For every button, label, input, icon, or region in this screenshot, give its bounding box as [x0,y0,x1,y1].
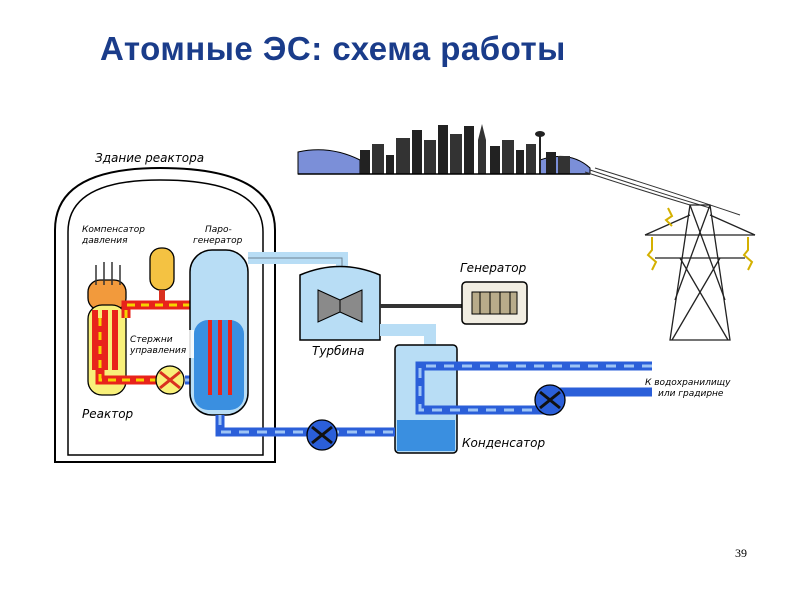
label-reactor: Реактор [82,407,134,421]
label-condenser: Конденсатор [462,436,546,450]
primary-pump [155,365,185,395]
label-generator: Генератор [460,261,527,275]
power-lines [584,167,741,216]
turbine [299,265,462,341]
label-control-rods-2: управления [129,346,187,356]
label-turbine: Турбина [312,344,364,358]
label-steam-gen-1: Паро- [205,225,232,235]
page-number: 39 [735,546,747,560]
pressurizer [149,247,175,305]
transmission-tower [644,204,756,341]
steam-generator [189,249,249,416]
label-pressurizer-1: Компенсатор [82,225,145,235]
feedwater-pump [306,419,338,451]
cooling-pump [534,384,566,416]
label-steam-gen-2: генератор [193,236,243,246]
label-reservoir-1: К водохранилищу [645,378,731,388]
label-reactor-building: Здание реактора [95,151,204,165]
label-reservoir-2: или градирне [658,389,724,399]
label-control-rods-1: Стержни [130,335,173,345]
slide-title: Атомные ЭС: схема работы [100,30,566,67]
condenser [394,344,458,454]
reactor-vessel [87,262,127,396]
city-skyline [297,124,591,175]
generator [461,281,528,325]
reactor-building [54,166,276,463]
label-pressurizer-2: давления [81,236,128,246]
